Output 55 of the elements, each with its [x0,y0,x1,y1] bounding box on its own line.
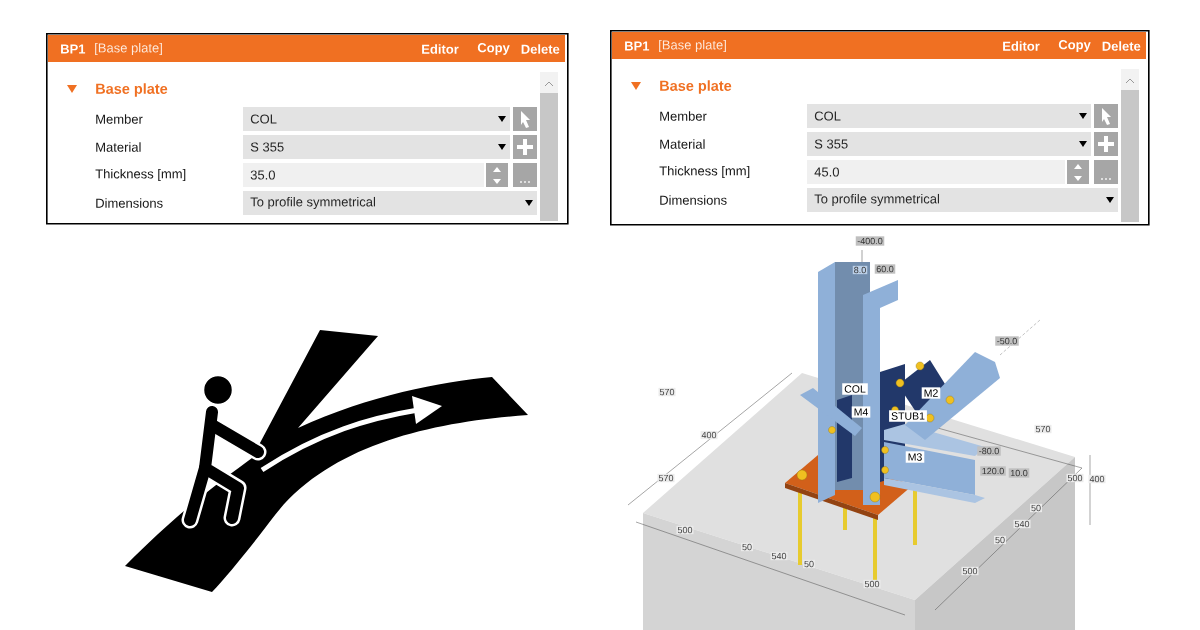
dimension-label: 50 [1030,503,1042,513]
section-heading: Base plate [96,83,168,97]
dimension-label: 50 [741,542,753,552]
copy-link: Copy [477,43,510,55]
member-label: STUB1 [889,410,927,422]
dropdown-field: COL [807,104,1091,128]
field-label: Material [96,142,141,152]
dimension-label: 570 [1034,424,1052,434]
value-label: -400.0 [855,236,885,246]
panel-title: [Base plate] [95,42,162,56]
editor-link: Editor [1003,41,1040,51]
member-label: M3 [905,451,925,463]
dimension-label: 50 [994,535,1006,545]
value-label: -50.0 [995,336,1019,346]
field-label: Thickness [mm] [659,165,750,179]
field-label: Member [660,111,707,121]
dimension-label: 540 [770,551,788,561]
dropdown-field: COL [243,107,510,131]
delete-link: Delete [1102,41,1141,51]
dimension-label: 570 [657,473,675,483]
field-label: Dimensions [96,198,163,208]
editor-link: Editor [422,44,459,54]
value-label: 8.0 [852,265,868,275]
field-label: Dimensions [660,195,727,205]
input-field: 35.0 [243,163,484,187]
dropdown-field: S 355 [807,132,1091,156]
panel-title: [Base plate] [659,39,726,53]
delete-link: Delete [521,44,560,54]
dropdown-field: To profile symmetrical [807,188,1118,212]
copy-link: Copy [1058,40,1091,52]
panel-id: BP1 [625,41,650,51]
dropdown-field: S 355 [243,135,510,159]
member-label: COL [842,383,868,395]
dimension-label: 500 [961,566,979,576]
dimension-label: 500 [676,525,694,535]
dimension-label: 400 [1088,474,1106,484]
value-label: 120.0 [980,466,1006,476]
field-label: Member [96,114,143,124]
field-label: Thickness [mm] [95,168,186,182]
dimension-label: 500 [863,579,881,589]
dropdown-field: To profile symmetrical [243,191,537,215]
input-field: 45.0 [807,160,1065,184]
value-label: 60.0 [874,264,896,274]
dimension-label: 50 [803,559,815,569]
member-label: M4 [851,406,871,418]
dimension-label: 400 [700,430,718,440]
dimension-label: 570 [658,387,676,397]
panel-id: BP1 [61,44,86,54]
value-label: -80.0 [977,446,1001,456]
member-label: M2 [921,387,941,399]
dimension-label: 500 [1066,473,1084,483]
value-label: 10.0 [1008,468,1030,478]
dimension-label: 540 [1013,519,1031,529]
section-heading: Base plate [660,80,732,94]
field-label: Material [660,139,705,149]
